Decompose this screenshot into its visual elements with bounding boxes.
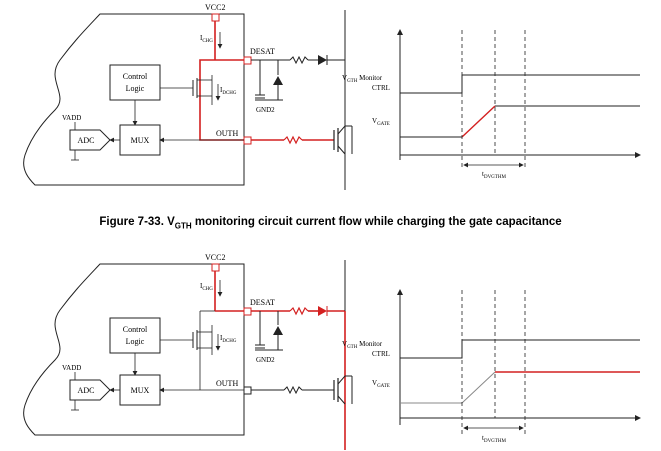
mux-label: MUX	[131, 136, 150, 145]
gnd2-label: GND2	[256, 356, 275, 364]
tdvgthm-label: tDVGTHM	[482, 434, 506, 444]
ctrl-label: CTRL	[372, 350, 390, 358]
control-logic-block	[109, 64, 161, 101]
vadd-label: VADD	[62, 114, 81, 122]
desat-diode	[318, 55, 327, 65]
desat-resistor	[289, 55, 309, 65]
ctrl-waveform	[400, 339, 640, 359]
idchg-label: IDCHG	[220, 334, 237, 344]
control-logic-block	[109, 317, 161, 354]
tdvgthm-label: tDVGTHM	[482, 170, 506, 180]
mux-block	[119, 374, 161, 406]
chip-outline	[23, 263, 245, 436]
vgate-label: VGATE	[372, 379, 390, 389]
outh-pin	[243, 386, 252, 395]
adc-block	[69, 129, 111, 151]
ctrl-waveform	[400, 74, 640, 94]
mux-label: MUX	[131, 386, 150, 395]
mux-block	[119, 124, 161, 156]
ichg-label: ICHG	[200, 282, 213, 292]
gnd2-label: GND2	[256, 106, 275, 114]
ichg-label: ICHG	[200, 34, 213, 44]
zener-diode	[273, 326, 283, 335]
desat-resistor	[289, 306, 309, 316]
desat-pin	[243, 56, 252, 65]
charge-path	[199, 59, 244, 141]
control-logic-line2: Logic	[126, 337, 145, 346]
control-logic-line1: Control	[123, 325, 148, 334]
gate-resistor	[283, 135, 303, 145]
panel-charging-gate: VCC2 ICHG Control Logic IDCHG DESAT	[23, 3, 641, 190]
vcc2-pin	[211, 13, 220, 22]
vgate-ramp-red	[461, 105, 496, 138]
desat-diode	[318, 306, 327, 316]
vcc2-label: VCC2	[205, 253, 225, 262]
zener-diode	[273, 76, 283, 85]
vcc2-pin	[211, 263, 220, 272]
vgth-monitor-label: VGTH Monitor	[342, 340, 383, 350]
outh-label: OUTH	[216, 379, 238, 388]
figure-caption: Figure 7-33. VGTH monitoring circuit cur…	[0, 216, 661, 230]
caption-subscript: GTH	[174, 221, 192, 231]
vgate-gray	[400, 371, 496, 404]
vadd-label: VADD	[62, 364, 81, 372]
desat-pin	[243, 307, 252, 316]
vgth-monitor-label: VGTH Monitor	[342, 74, 383, 84]
adc-label: ADC	[78, 136, 95, 145]
caption-prefix: Figure 7-33. V	[99, 216, 175, 228]
idchg-label: IDCHG	[220, 86, 237, 96]
control-logic-line2: Logic	[126, 84, 145, 93]
panel-after-charge: VCC2 ICHG Control Logic IDCHG DESAT	[23, 253, 641, 450]
adc-label: ADC	[78, 386, 95, 395]
adc-block	[69, 379, 111, 401]
control-logic-line1: Control	[123, 72, 148, 81]
vcc2-label: VCC2	[205, 3, 225, 12]
vgate-label: VGATE	[372, 117, 390, 127]
outh-pin	[243, 136, 252, 145]
ctrl-label: CTRL	[372, 84, 390, 92]
desat-label: DESAT	[250, 47, 275, 56]
outh-label: OUTH	[216, 129, 238, 138]
caption-suffix: monitoring circuit current flow while ch…	[191, 216, 562, 228]
desat-label: DESAT	[250, 298, 275, 307]
gate-resistor	[283, 385, 303, 395]
chip-outline	[23, 13, 245, 186]
